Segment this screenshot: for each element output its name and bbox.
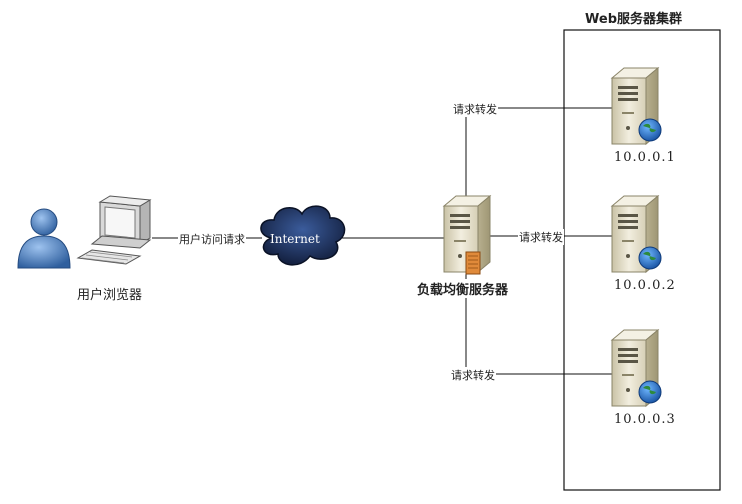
server-2-ip: 10.0.0.2: [614, 278, 676, 293]
internet-label: Internet: [270, 232, 320, 246]
web-server-3-icon: [611, 329, 662, 407]
web-cluster-box: [563, 29, 721, 491]
load-balancer-label: 负载均衡服务器: [416, 279, 510, 298]
server-3-ip: 10.0.0.3: [614, 412, 676, 427]
cluster-title: Web服务器集群: [584, 8, 683, 27]
web-server-2-icon: [611, 195, 662, 273]
forward-bottom-label: 请求转发: [450, 367, 496, 383]
internet-cloud-icon: [260, 205, 346, 266]
forward-top-label: 请求转发: [452, 101, 498, 117]
request-edge-label: 用户访问请求: [178, 231, 246, 247]
server-1-ip: 10.0.0.1: [614, 150, 676, 165]
web-server-1-icon: [611, 67, 662, 145]
user-icon: [17, 208, 71, 269]
computer-icon: [76, 195, 152, 265]
client-label: 用户浏览器: [76, 284, 144, 303]
forward-mid-label: 请求转发: [518, 229, 564, 245]
load-balancer-server-icon: [443, 195, 491, 275]
